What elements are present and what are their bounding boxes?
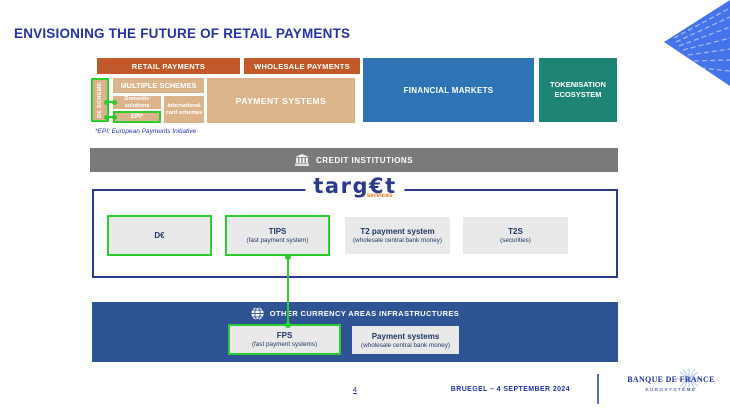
box-title: TIPS — [268, 227, 287, 236]
box-subtitle: (wholesale central bank money) — [353, 237, 442, 244]
connector-dot — [285, 254, 291, 260]
other-currency-label: OTHER CURRENCY AREAS INFRASTRUCTURES — [269, 309, 460, 318]
fps-box: FPS (fast payment systems) — [228, 324, 341, 355]
box-title: T2S — [508, 227, 523, 236]
target-box-digital-euro: D€ — [107, 215, 212, 256]
connector-tips-fps — [287, 256, 289, 325]
banque-de-france-logo: BANQUE DE FRANCE EUROSYSTÈME — [618, 368, 724, 392]
connector-dot — [285, 322, 291, 328]
starburst-icon — [676, 368, 702, 390]
connector-descheme-epi — [106, 116, 116, 118]
brand-name: BANQUE DE FRANCE — [627, 375, 715, 384]
connector-dot — [112, 114, 117, 120]
brand-subtitle: EUROSYSTÈME — [645, 387, 697, 392]
box-title: Payment systems — [371, 331, 440, 341]
bank-icon — [294, 154, 309, 166]
box-subtitle: (fast payment systems) — [251, 341, 318, 348]
box-subtitle: (wholesale central bank money) — [361, 341, 450, 349]
other-currency-header: OTHER CURRENCY AREAS INFRASTRUCTURES — [92, 307, 618, 320]
connector-dot — [104, 99, 109, 105]
box-subtitle: (fast payment system) — [246, 237, 309, 244]
de-scheme-label: D€ SCHEME — [97, 82, 103, 118]
corner-triangle-decoration — [664, 0, 730, 86]
box-multiple-schemes: MULTIPLE SCHEMES — [113, 78, 204, 93]
box-domestic-solutions: Domestic solutions — [113, 96, 161, 109]
box-tokenisation-ecosystem: TOKENISATION ECOSYSTEM — [539, 58, 617, 122]
target-box-t2s: T2S (securities) — [463, 217, 568, 254]
target-logo-services: services — [366, 192, 393, 199]
footer-divider — [597, 374, 599, 404]
target-logo-text: targ€t — [313, 174, 397, 198]
connector-descheme-domestic — [106, 101, 116, 103]
box-title: D€ — [154, 231, 165, 240]
footnote-epi: *EPI: European Payments Initiative — [95, 128, 197, 135]
box-international-card-schemes: International card schemes — [164, 96, 204, 123]
footer-event-date: BRUEGEL – 4 SEPTEMBER 2024 — [450, 386, 570, 393]
target-logo: targ€t services — [305, 174, 405, 200]
globe-icon — [251, 307, 264, 320]
box-epi: EPI* — [113, 111, 161, 123]
credit-institutions-bar: CREDIT INSTITUTIONS — [90, 148, 618, 172]
box-payment-systems: PAYMENT SYSTEMS — [207, 78, 355, 123]
connector-dot — [112, 99, 117, 105]
box-financial-markets: FINANCIAL MARKETS — [363, 58, 534, 122]
connector-dot — [104, 114, 109, 120]
payment-systems-box: Payment systems (wholesale central bank … — [352, 326, 459, 354]
credit-institutions-label: CREDIT INSTITUTIONS — [315, 155, 414, 165]
box-title: FPS — [276, 331, 293, 340]
box-wholesale-payments: WHOLESALE PAYMENTS — [244, 58, 360, 74]
box-title: T2 payment system — [360, 227, 435, 236]
page-title: ENVISIONING THE FUTURE OF RETAIL PAYMENT… — [14, 26, 351, 41]
target-box-tips: TIPS (fast payment system) — [225, 215, 330, 256]
page-number: 4 — [352, 385, 358, 394]
box-retail-payments: RETAIL PAYMENTS — [97, 58, 240, 74]
target-box-t2: T2 payment system (wholesale central ban… — [345, 217, 450, 254]
box-subtitle: (securities) — [500, 237, 531, 244]
